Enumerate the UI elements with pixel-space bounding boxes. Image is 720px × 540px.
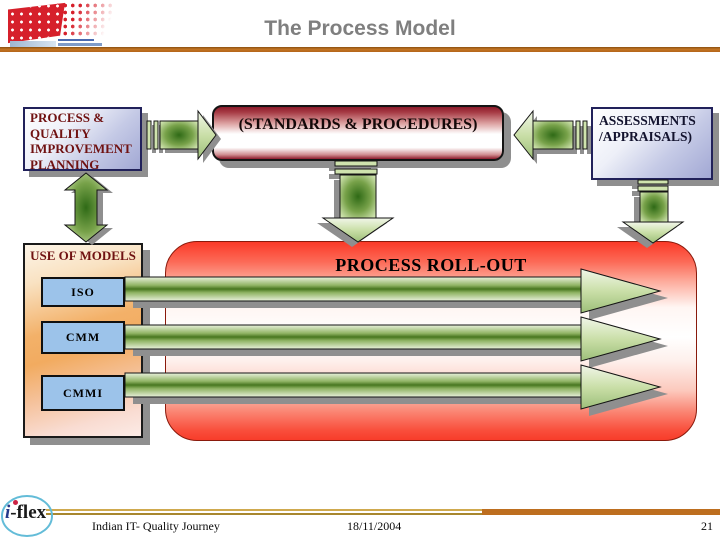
iflex-swoosh-icon xyxy=(1,495,53,537)
footer-date: 18/11/2004 xyxy=(347,519,402,533)
up-down-arrow-icon xyxy=(63,172,113,245)
cmmi-box: CMMI xyxy=(41,375,125,411)
logo-caption-line xyxy=(58,43,102,46)
footer-rule-orange xyxy=(482,509,720,515)
cmm-box: CMM xyxy=(41,321,125,354)
cmmi-flow-arrow-icon xyxy=(124,364,668,416)
footer-rule-thin xyxy=(46,509,482,511)
iflex-wordmark: i-flex xyxy=(5,502,47,523)
logo-photo-strip xyxy=(10,41,56,47)
iso-box: ISO xyxy=(41,277,125,307)
iflex-red-dot-icon xyxy=(13,500,18,505)
slide-title: The Process Model xyxy=(264,17,456,40)
right-striped-arrow-icon xyxy=(146,109,221,163)
process-rollout-title: PROCESS ROLL-OUT xyxy=(335,255,527,275)
iso-flow-arrow-icon xyxy=(124,268,668,320)
down-striped-arrow-right-icon xyxy=(617,179,685,248)
logo-caption-line xyxy=(58,39,94,41)
standards-procedures-box: (STANDARDS & PROCEDURES) xyxy=(212,105,504,161)
left-striped-arrow-icon xyxy=(513,109,591,164)
planning-box: PROCESS & QUALITY IMPROVEMENT PLANNING xyxy=(23,107,142,172)
footer-journey-text: Indian IT- Quality Journey xyxy=(92,519,220,533)
header-rule xyxy=(0,47,720,52)
cmm-flow-arrow-icon xyxy=(124,316,668,368)
footer-rule-thin xyxy=(46,513,482,515)
assessments-box: ASSESSMENTS /APPRAISALS) xyxy=(591,107,713,180)
down-striped-arrow-center-icon xyxy=(317,160,395,247)
use-of-models-title: USE OF MODELS xyxy=(30,248,136,263)
page-number: 21 xyxy=(701,519,713,533)
iflex-logo: i-flex xyxy=(0,492,56,538)
red-flag-logo xyxy=(8,2,114,48)
